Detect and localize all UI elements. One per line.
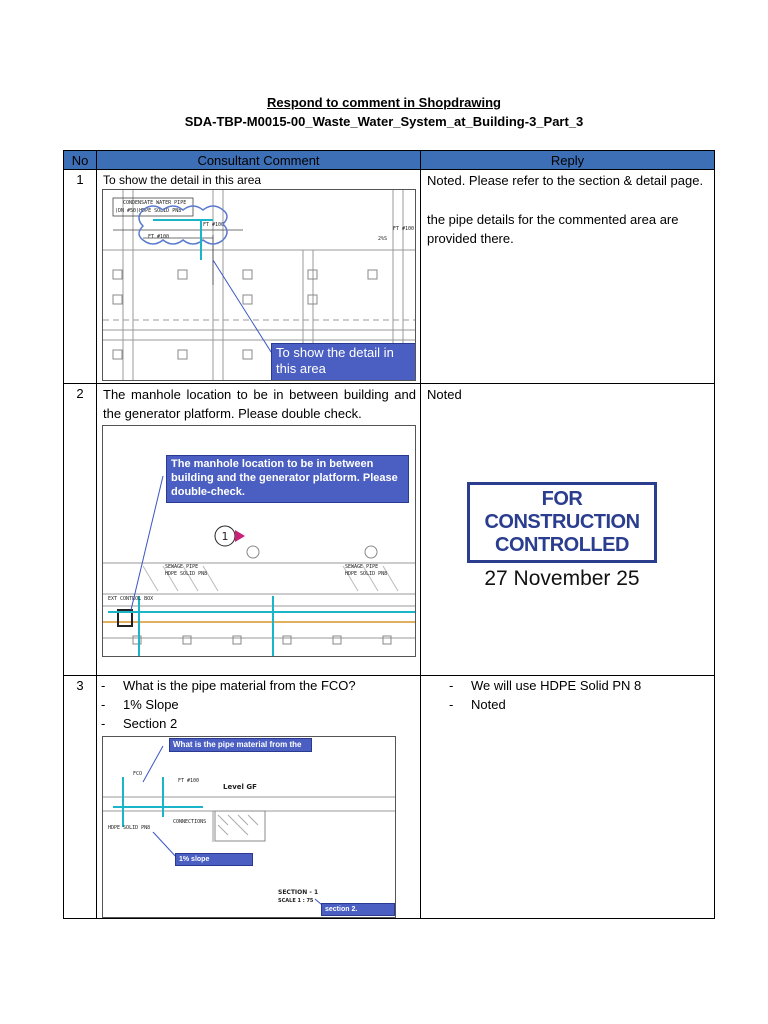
reply-text-1: Noted. Please refer to the section & det… [427,173,704,188]
list-item: 1% Slope [101,695,420,714]
comment-text: To show the detail in this area [103,173,262,187]
reply-cell: We will use HDPE Solid PN 8 Noted [420,675,715,919]
drawing-excerpt: FCO FT #100 HDPE SOLID PN8 CONNECTIONS Lev… [102,736,396,918]
list-item: We will use HDPE Solid PN 8 [449,676,714,695]
svg-text:2%S: 2%S [378,236,387,242]
reply-text: Noted [427,387,462,402]
site-plan-drawing: SEWAGE PIPE HDPE SOLID PN8 SEWAGE PIPE H… [103,475,415,656]
table-header-row: No Consultant Comment Reply [63,150,715,170]
revision-cloud [138,205,228,245]
list-item: Section 2 [101,714,420,733]
comment-text: The manhole location to be in between bu… [103,387,416,421]
row-number: 2 [63,383,97,676]
stamp-line-1: FOR CONSTRUCTION [484,488,640,533]
drawing-excerpt: CONDENSATE WATER PIPE (DN #50)HDPE SOLID… [102,189,416,381]
section-callout: section 2. [321,903,395,916]
table-row: 2 The manhole location to be in between … [63,383,715,676]
svg-text:FT #100: FT #100 [148,234,169,240]
svg-text:FCO: FCO [133,771,142,777]
slope-callout: 1% slope [175,853,253,866]
construction-stamp: FOR CONSTRUCTION CONTROLLED 27 November … [467,482,657,591]
svg-text:HDPE SOLID PN8: HDPE SOLID PN8 [108,825,150,831]
stamp-line-2: CONTROLLED [495,534,629,556]
svg-text:SEWAGE PIPE: SEWAGE PIPE [345,564,378,570]
svg-text:HDPE SOLID PN8: HDPE SOLID PN8 [165,571,207,577]
level-label: Level GF [223,783,257,791]
svg-text:CONDENSATE WATER PIPE: CONDENSATE WATER PIPE [123,200,186,206]
table-row: 3 What is the pipe material from the FCO… [63,675,715,919]
comment-callout: The manhole location to be in between bu… [166,455,409,503]
drawing-excerpt: SEWAGE PIPE HDPE SOLID PN8 SEWAGE PIPE H… [102,425,416,657]
reply-text-2: the pipe details for the commented area … [427,212,679,246]
row-number: 1 [63,169,97,384]
comment-cell: The manhole location to be in between bu… [96,383,421,676]
svg-text:FT #100: FT #100 [178,778,199,784]
comment-list: What is the pipe material from the FCO? … [97,676,420,733]
table-row: 1 To show the detail in this area [63,169,715,384]
section-scale: SCALE 1 : 75 [278,898,314,904]
reply-list: We will use HDPE Solid PN 8 Noted [421,676,714,714]
comment-cell: To show the detail in this area [96,169,421,384]
header-no: No [63,150,97,170]
svg-text:FT #100: FT #100 [393,226,414,232]
stamp-date: 27 November 25 [484,567,640,590]
document-subtitle: SDA-TBP-M0015-00_Waste_Water_System_at_B… [184,114,584,129]
svg-text:FT #100: FT #100 [203,222,224,228]
list-item: What is the pipe material from the FCO? [101,676,420,695]
section-marker: 1 [222,530,229,543]
svg-text:(DN #50)HDPE SOLID PN8: (DN #50)HDPE SOLID PN8 [115,208,181,214]
list-item: Noted [449,695,714,714]
svg-text:EXT CONTROL BOX: EXT CONTROL BOX [108,596,153,602]
pipe-material-callout: What is the pipe material from the FCO? [169,738,312,761]
svg-text:CONNECTIONS: CONNECTIONS [173,819,206,825]
comment-callout: To show the detail in this area [271,343,415,380]
manhole-symbol [117,609,133,627]
section-drawing: FCO FT #100 HDPE SOLID PN8 CONNECTIONS Lev… [103,745,395,911]
comment-cell: What is the pipe material from the FCO? … [96,675,421,919]
header-reply: Reply [420,150,715,170]
header-comment: Consultant Comment [96,150,421,170]
document-title: Respond to comment in Shopdrawing [267,95,501,110]
plan-drawing: CONDENSATE WATER PIPE (DN #50)HDPE SOLID… [103,190,415,380]
svg-text:SEWAGE PIPE: SEWAGE PIPE [165,564,198,570]
svg-text:HDPE SOLID PN8: HDPE SOLID PN8 [345,571,387,577]
reply-cell: Noted. Please refer to the section & det… [420,169,715,384]
comment-table: No Consultant Comment Reply 1 To show th… [63,150,715,919]
section-title: SECTION - 1 [278,889,318,896]
reply-cell: Noted FOR CONSTRUCTION CONTROLLED 27 Nov… [420,383,715,676]
row-number: 3 [63,675,97,919]
